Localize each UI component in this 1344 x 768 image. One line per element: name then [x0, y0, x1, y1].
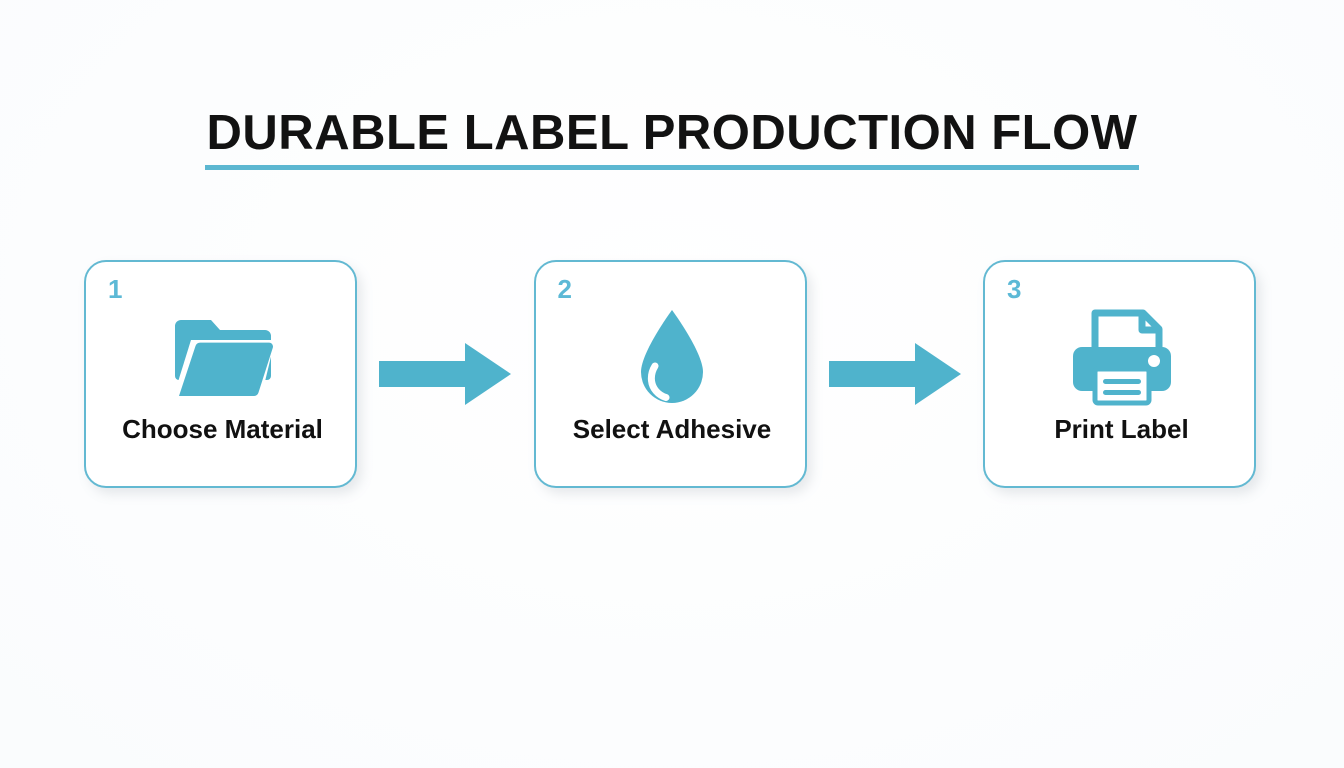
arrow-right-icon — [828, 343, 961, 405]
folder-icon — [86, 308, 359, 408]
process-flow: 1 Choose Material 2 — [84, 260, 1256, 488]
printer-icon — [985, 308, 1258, 408]
flow-step-card-3[interactable]: 3 Print Label — [983, 260, 1256, 488]
step-label-3: Print Label — [1054, 414, 1189, 444]
step-number-1: 1 — [108, 274, 123, 304]
page-title-text: DURABLE LABEL PRODUCTION FLOW — [204, 107, 1140, 171]
page-title: DURABLE LABEL PRODUCTION FLOW — [0, 107, 1344, 171]
arrow-right-icon — [379, 343, 512, 405]
flow-step-card-1[interactable]: 1 Choose Material — [84, 260, 357, 488]
step-number-3: 3 — [1007, 274, 1022, 304]
step-label-2: Select Adhesive — [572, 414, 772, 444]
step-number-2: 2 — [557, 274, 572, 304]
step-label-1: Choose Material — [122, 414, 323, 444]
water-droplet-icon — [536, 308, 809, 408]
flow-step-card-2[interactable]: 2 Select Adhesive — [533, 260, 809, 488]
